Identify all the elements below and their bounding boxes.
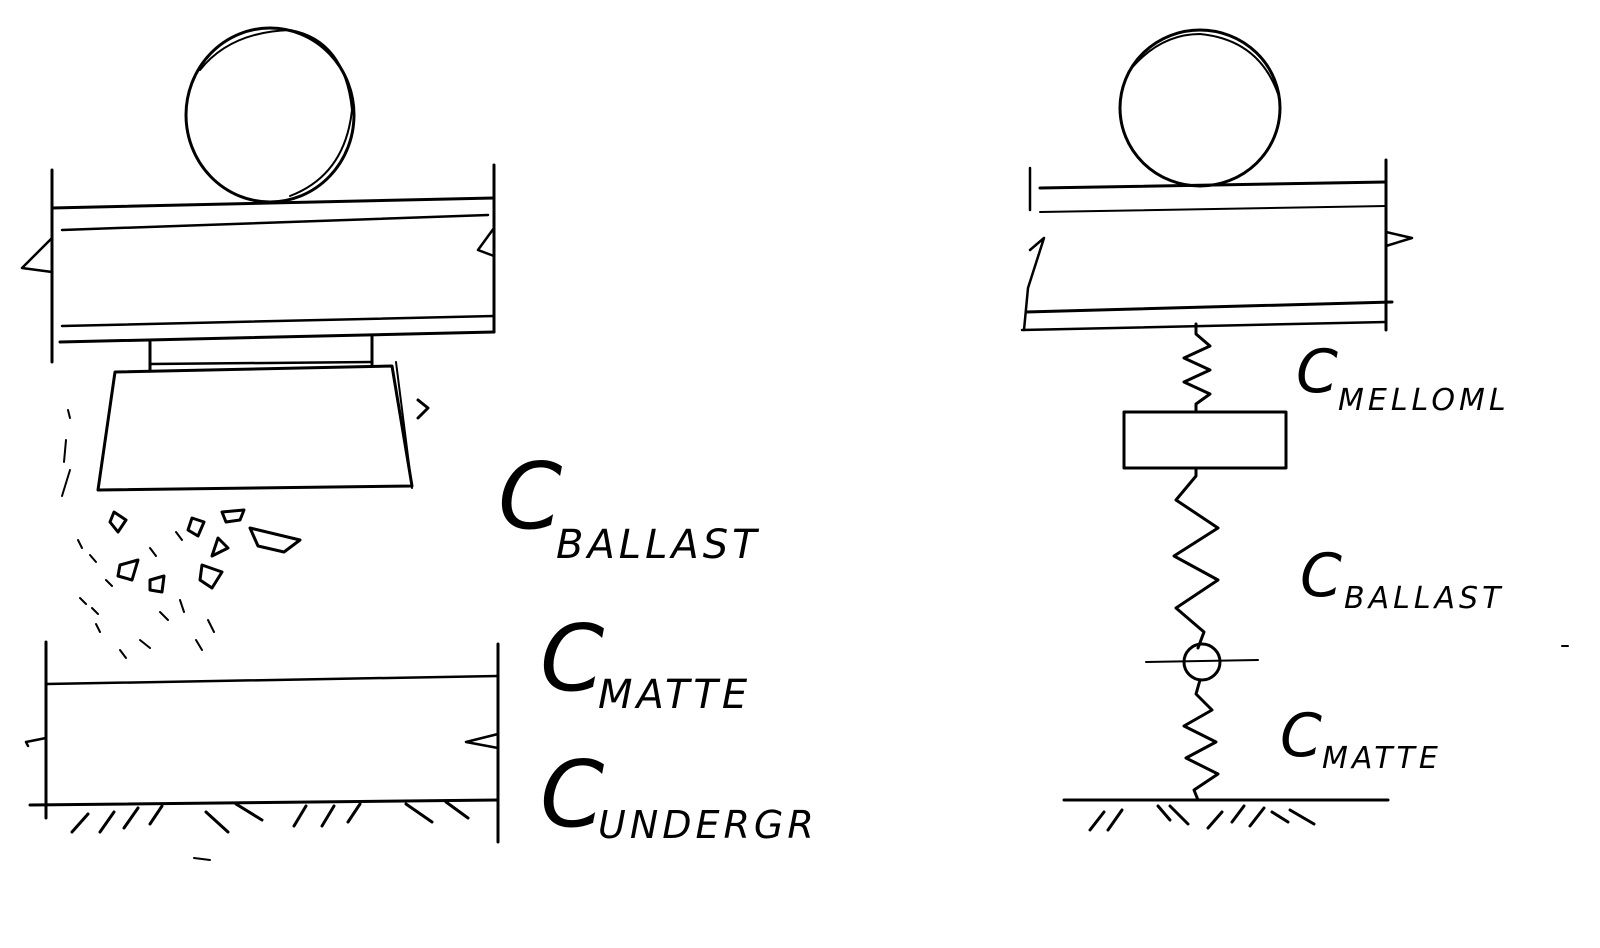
right-label-mellomlag: C MELLOML — [1296, 337, 1510, 418]
svg-text:MATTE: MATTE — [598, 672, 751, 718]
svg-text:C: C — [540, 741, 604, 848]
spring-matte — [1182, 678, 1220, 802]
right-wheel — [1118, 28, 1282, 188]
right-ground — [1062, 798, 1390, 832]
left-ground-hatch — [70, 800, 470, 861]
left-wheel — [184, 26, 356, 204]
svg-text:MATTE: MATTE — [1322, 741, 1442, 776]
sleeper-mass — [1122, 410, 1288, 470]
svg-text:C: C — [498, 443, 562, 550]
svg-text:C: C — [540, 605, 604, 712]
left-sleeper — [96, 361, 430, 492]
left-ballast-stones — [61, 409, 302, 659]
svg-text:C: C — [1280, 701, 1322, 771]
right-label-ballast: C BALLAST — [1300, 541, 1504, 616]
left-physical-model: C BALLAST C MATTE C UNDERGR — [20, 26, 818, 861]
hinge-node — [1145, 642, 1259, 682]
right-rail-beam — [1020, 158, 1414, 332]
svg-text:C: C — [1296, 337, 1338, 407]
right-label-matte: C MATTE — [1280, 701, 1442, 776]
svg-text:BALLAST: BALLAST — [556, 522, 761, 568]
left-rail-pad — [148, 333, 374, 372]
left-label-matte: C MATTE — [540, 605, 751, 718]
svg-text:C: C — [1300, 541, 1342, 611]
spring-ballast — [1172, 466, 1220, 650]
left-label-ballast: C BALLAST — [498, 443, 761, 568]
left-label-undergr: C UNDERGR — [540, 741, 818, 848]
spring-mellomlag — [1182, 322, 1212, 414]
left-mat-slab — [24, 640, 500, 844]
left-rail-beam — [20, 163, 496, 364]
right-spring-model: C MELLOML C BALLAST C MATTE — [1020, 28, 1569, 832]
svg-text:BALLAST: BALLAST — [1344, 581, 1504, 616]
svg-text:UNDERGR: UNDERGR — [598, 803, 818, 847]
svg-text:MELLOML: MELLOML — [1338, 383, 1510, 418]
